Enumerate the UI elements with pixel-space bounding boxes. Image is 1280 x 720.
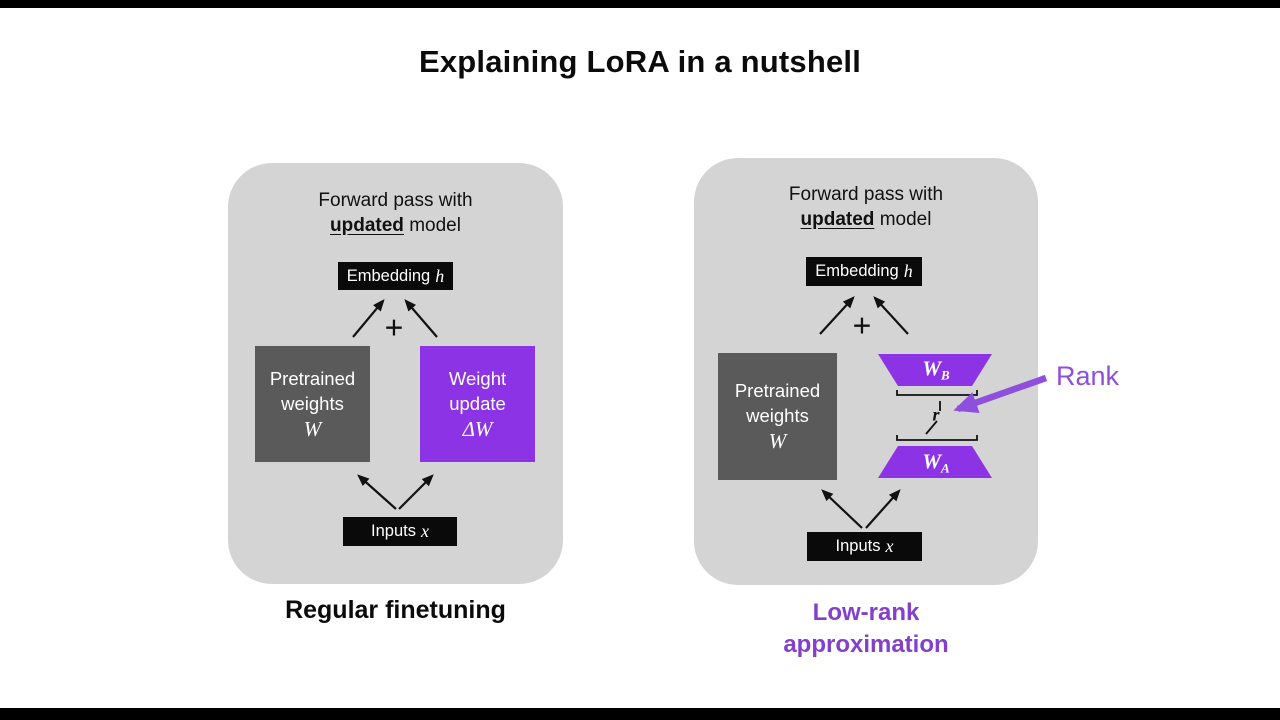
embedding-label-left: Embedding: [346, 266, 431, 285]
inputs-label-right: Inputs: [835, 537, 881, 555]
inputs-math-x-right: x: [885, 536, 894, 556]
plus-sign-left: +: [384, 309, 404, 346]
embedding-math-h-left: h: [435, 265, 445, 286]
bracket-top: [896, 390, 978, 396]
caption-low-rank: Low-rank approximation: [694, 597, 1038, 661]
letterbox-bottom: [0, 708, 1280, 720]
wa-trapezoid: [878, 446, 992, 478]
embedding-box-left: Embedding h: [338, 262, 453, 290]
arrow-inputs-to-pretrained-right: [821, 489, 863, 529]
inputs-box-right: Inputs x: [807, 532, 922, 561]
arrow-pretrained-to-embedding-left: [352, 299, 385, 338]
weight-update-line1: Weight: [448, 367, 507, 389]
pretrained-left-line1: Pretrained: [269, 367, 356, 389]
wa-label: WA: [922, 450, 949, 477]
header-right: Forward pass with updated model: [694, 182, 1038, 232]
rank-label: Rank: [1056, 361, 1120, 391]
header-left-line2: updated model: [228, 213, 563, 238]
embedding-box-right: Embedding h: [806, 257, 922, 286]
pretrained-right-math-w: W: [768, 429, 787, 453]
plus-sign-right: +: [852, 307, 872, 344]
pretrained-weights-box-right: Pretrained weights W: [718, 353, 837, 480]
header-right-emphasis: updated: [800, 209, 875, 230]
header-right-line1: Forward pass with: [788, 184, 944, 205]
inputs-box-left: Inputs x: [343, 517, 457, 546]
pretrained-right-line2: weights: [746, 405, 809, 426]
pretrained-left-math-w: W: [303, 416, 322, 441]
arrow-inputs-to-wa-right: [865, 489, 901, 529]
letterbox-top: [0, 0, 1280, 8]
arrow-pretrained-to-embedding-right: [819, 296, 855, 335]
header-right-line2: updated model: [694, 207, 1038, 232]
caption-regular-finetuning: Regular finetuning: [285, 596, 506, 624]
weight-update-box: Weight update ΔW: [420, 346, 535, 462]
rank-r-label: r: [932, 404, 940, 425]
wa-sub: A: [941, 460, 950, 476]
inputs-math-x-left: x: [420, 521, 429, 541]
arrow-inputs-to-pretrained-left: [357, 474, 397, 510]
header-right-rest: model: [874, 209, 932, 230]
arrow-inputs-to-update-left: [398, 474, 434, 510]
weight-update-line2: update: [449, 392, 506, 414]
wb-trapezoid: [878, 354, 992, 386]
wb-label: WB: [922, 357, 949, 384]
r-tick-bottom: [925, 420, 938, 435]
pretrained-left-line2: weights: [281, 392, 344, 414]
arrows-left-panel: [352, 299, 438, 510]
weight-update-math-dw: ΔW: [462, 416, 493, 441]
wb-sub: B: [941, 367, 950, 383]
arrow-lora-to-embedding-right: [873, 296, 909, 335]
bracket-bottom: [896, 435, 978, 441]
arrows-right-panel: [819, 296, 909, 529]
embedding-label-right: Embedding: [815, 262, 899, 280]
pretrained-weights-box-left: Pretrained weights W: [255, 346, 370, 462]
wa-base: W: [922, 449, 942, 474]
header-left-emphasis: updated: [330, 215, 404, 236]
caption-low-rank-line2: approximation: [783, 631, 949, 658]
header-left-rest: model: [403, 215, 461, 236]
header-left: Forward pass with updated model: [228, 188, 563, 238]
pretrained-right-line1: Pretrained: [734, 380, 821, 401]
caption-low-rank-line1: Low-rank: [812, 599, 920, 626]
header-left-line1: Forward pass with: [318, 190, 473, 211]
arrow-update-to-embedding-left: [404, 299, 438, 338]
page-title: Explaining LoRA in a nutshell: [418, 44, 862, 79]
rank-arrow: [953, 374, 1048, 414]
wb-base: W: [922, 356, 942, 381]
inputs-label-left: Inputs: [371, 522, 416, 540]
embedding-math-h-right: h: [903, 261, 913, 281]
